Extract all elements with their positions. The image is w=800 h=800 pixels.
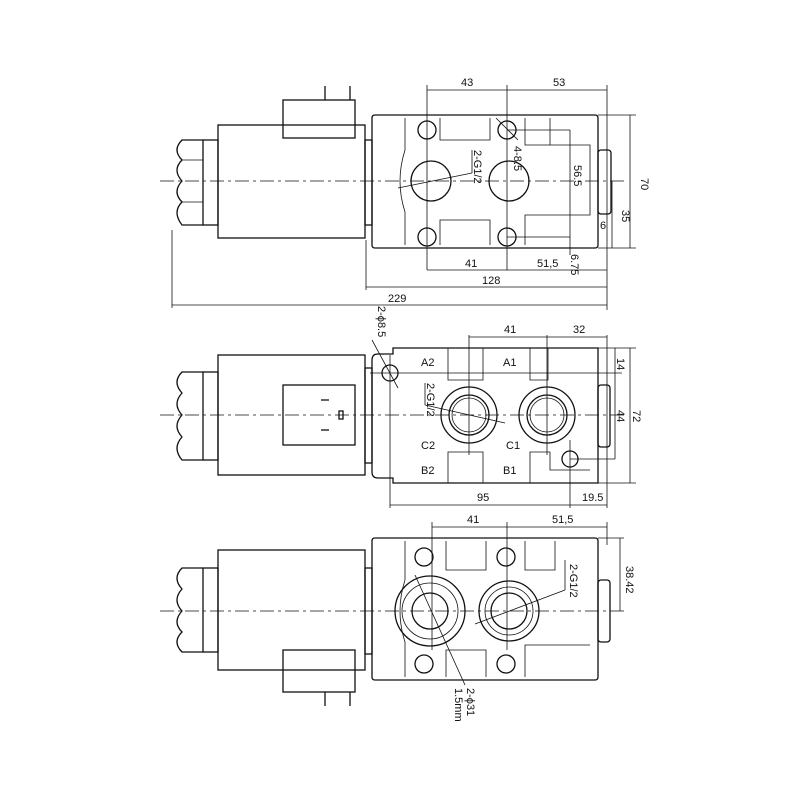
port-label-b2: B2: [421, 465, 434, 477]
dim-41: 41: [504, 324, 516, 336]
solenoid-coil: [217, 124, 366, 239]
callout-holes: 2-ϕ8.5: [375, 306, 387, 337]
callout-depth: 1.5mm: [452, 688, 464, 722]
connector-box: [282, 99, 356, 139]
port-label-c1: C1: [506, 440, 520, 452]
mounting-holes: [414, 547, 516, 674]
dim-19-5: 19.5: [582, 492, 603, 504]
port-t: [488, 160, 530, 202]
top-view: 43 53 70 35 6 56.5 41 51,5 6.75 128 229 …: [160, 77, 650, 310]
port-label-a2: A2: [421, 357, 434, 369]
dim-56-5: 56.5: [571, 165, 583, 186]
dim-53: 53: [553, 77, 565, 89]
dim-35: 35: [619, 210, 631, 222]
dim-72: 72: [630, 410, 642, 422]
dim-44: 44: [614, 410, 626, 422]
callout-holes: 4-8.5: [511, 146, 523, 171]
connector-box: [282, 384, 356, 446]
knob-nut: [176, 139, 219, 226]
bottom-view: 41 51,5 38.42 2-G1/2 2-ϕ31 1.5mm: [160, 514, 635, 722]
dim-43: 43: [461, 77, 473, 89]
valve-body: [371, 114, 599, 249]
connector-box: [282, 649, 356, 693]
solenoid-coil: [217, 549, 366, 671]
port-label-c2: C2: [421, 440, 435, 452]
end-nut: [597, 579, 611, 643]
end-nut: [597, 149, 612, 215]
callout-ports: 2-G1/2: [567, 564, 579, 598]
dim-229: 229: [388, 293, 406, 305]
dim-70: 70: [638, 178, 650, 190]
dim-51-5: 51,5: [537, 258, 558, 270]
dim-128: 128: [482, 275, 500, 287]
callout-ports: 2-G1/2: [424, 383, 436, 417]
dim-6: 6: [600, 220, 606, 232]
port-label-b1: B1: [503, 465, 516, 477]
dim-51-5: 51,5: [552, 514, 573, 526]
dim-6-75: 6.75: [568, 254, 580, 275]
port-p: [410, 160, 452, 202]
valve-body: [371, 537, 599, 681]
dim-38-42: 38.42: [623, 566, 635, 594]
valve-body: [371, 347, 599, 484]
port-label-a1: A1: [503, 357, 516, 369]
port-seal: [394, 575, 466, 647]
end-nut: [597, 384, 611, 448]
knob-nut: [176, 371, 219, 461]
callout-ports: 2-G1/2: [471, 150, 483, 184]
dim-95: 95: [477, 492, 489, 504]
knob-nut: [176, 567, 219, 653]
callout-seal: 2-ϕ31: [464, 688, 476, 716]
dim-14: 14: [614, 358, 626, 370]
dim-41: 41: [465, 258, 477, 270]
dim-41: 41: [467, 514, 479, 526]
port-seal: [478, 580, 540, 642]
middle-view: A2 A1 C2 C1 B2 B1 41 32 14 44 72 95 19.5…: [160, 306, 642, 508]
dim-32: 32: [573, 324, 585, 336]
